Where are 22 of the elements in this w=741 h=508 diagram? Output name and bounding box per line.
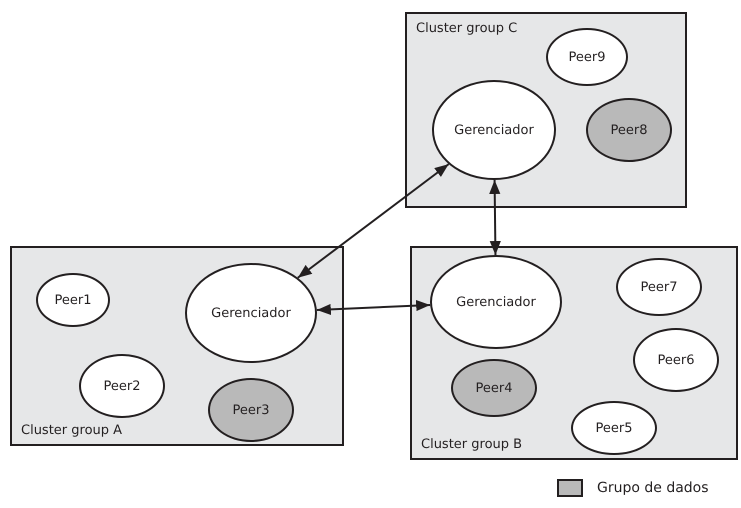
group-label: Cluster group C — [416, 21, 518, 36]
double-arrow — [316, 300, 430, 315]
node-label: Gerenciador — [456, 294, 536, 310]
group-label: Cluster group B — [421, 437, 522, 452]
group-label: Cluster group A — [21, 423, 122, 438]
node-label: Peer5 — [596, 420, 632, 436]
node-label: Peer6 — [658, 352, 694, 368]
node-label: Peer7 — [640, 280, 678, 294]
double-arrow — [489, 180, 501, 256]
node-label: Peer1 — [54, 292, 92, 308]
node-label: Peer8 — [610, 122, 648, 138]
node-label: Gerenciador — [454, 122, 534, 138]
cluster-group-box — [405, 12, 687, 208]
node-label: Gerenciador — [211, 306, 291, 320]
double-arrow — [297, 163, 450, 279]
cluster-group-box — [10, 246, 344, 446]
node-label: Peer2 — [104, 378, 140, 394]
node-label: Peer3 — [232, 402, 270, 418]
legend-label: Grupo de dados — [597, 480, 709, 496]
node-label: Peer9 — [568, 50, 606, 64]
cluster-group-box — [410, 246, 738, 460]
node-label: Peer4 — [476, 380, 512, 396]
